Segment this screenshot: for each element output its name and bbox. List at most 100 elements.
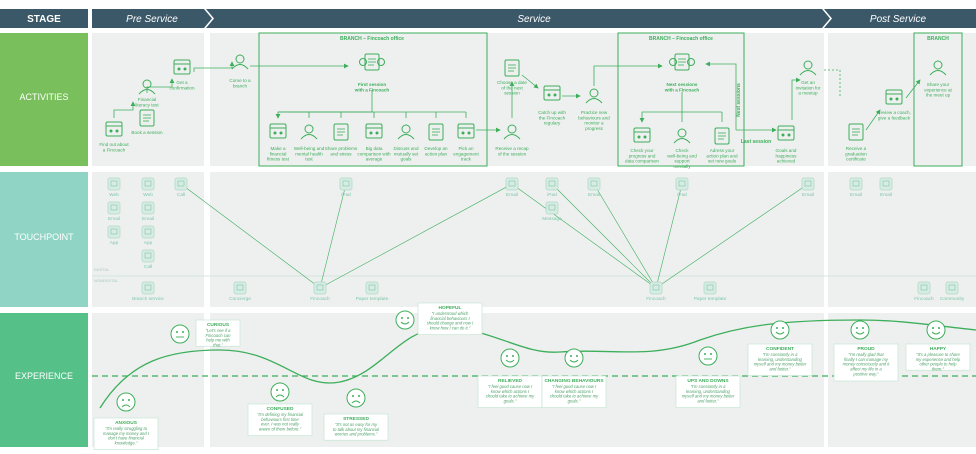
activity-icon-a18 [669,53,695,71]
activity-arrows [113,61,921,133]
activity-icon-a22 [777,125,795,141]
activity-icon-a24 [848,123,864,141]
phase-post-service [824,9,976,28]
emotion-faces [116,310,946,412]
activity-icon-a2 [138,79,156,95]
touchpoint-ipad-icon [339,177,353,191]
activity-icon-a20 [673,128,691,144]
emotion-card-e1 [93,417,159,450]
touchpoint-web-icon [107,177,121,191]
touchpoint-label-0: Web [109,192,119,198]
emotion-card-e10 [833,343,899,382]
touchpoint-row-label-bg [0,172,88,307]
touchpoint-label-18: Fincoach [646,296,666,302]
emotion-title-e8: UPS AND DOWNS [687,378,729,384]
activity-icon-a16 [543,85,561,101]
emotion-title-e11: HAPPY [930,346,947,352]
emotion-title-e9: CONFIDENT [766,346,794,352]
touchpoint-label-21: Email [850,192,862,198]
emotion-face-ups-and-downs-icon [698,346,718,366]
phase-post-service-label: Post Service [870,14,927,25]
emotion-face-curious-icon [170,324,190,344]
emotion-card-e6 [477,375,543,408]
emotion-card-e11 [905,343,971,371]
activity-icon-a19 [633,127,651,143]
emotion-title-e1: ANXIOUS [115,420,138,426]
emotion-curve [99,319,976,409]
emotion-title-e4: STRESSED [343,416,369,422]
activity-icon-a10 [365,123,383,139]
emotion-face-stressed-icon [346,388,366,408]
stage-header-cell [0,9,88,28]
emotion-card-e8 [675,375,741,408]
emotion-card-e2 [195,319,241,347]
next-sessions-label: Next sessions [736,83,742,117]
emotion-title-e6: RELIEVED [498,378,523,384]
touchpoint-email-icon [849,177,863,191]
activity-icon-a21 [714,127,730,145]
touchpoint-paper-template-icon [703,281,717,295]
activity-icon-a11 [397,124,415,140]
touchpoint-label-9: Concierge [229,296,251,302]
touchpoint-web-icon [141,177,155,191]
activity-icon-a15 [504,59,520,77]
touchpoint-label-8: Branch service [132,296,164,302]
touchpoint-label-22: Email [880,192,892,198]
touchpoint-ipad-icon [675,177,689,191]
emotion-card-e7 [541,375,607,408]
emotion-title-e7: CHANGING BEHAVIOURS [544,378,604,384]
touchpoint-paper-template-icon [365,281,379,295]
touchpoint-label-17: iPad [677,192,687,198]
touchpoint-email-icon [587,177,601,191]
emotion-face-confused-icon [270,382,290,402]
touchpoint-label-10: iPad [341,192,351,198]
activity-label-a25: Review a coach,give a feedback [877,110,911,120]
branch-box-first [258,32,488,167]
emotion-face-changing-behaviours-icon [564,348,584,368]
branch-box-next [617,32,745,167]
activity-icon-a12 [428,123,444,141]
touchpoint-call-icon [174,177,188,191]
phase-service-label: Service [517,14,551,25]
touchpoint-call-icon [141,249,155,263]
branch-box-next-label: BRANCH – Fincoach office [649,36,713,42]
touchpoint-label-7: Call [177,192,185,198]
touchpoint-community-icon [945,281,959,295]
activity-icon-a9 [333,123,349,141]
touchpoint-fincoach-icon [917,281,931,295]
activity-icon-a25 [885,89,903,105]
branch-box-meetup [913,32,963,167]
touchpoint-label-1: Email [108,216,120,222]
phase-pre-service [92,9,212,28]
branch-box-first-label: BRANCH – Fincoach office [340,36,404,42]
touchpoint-label-23: Fincoach [914,296,934,302]
touchpoint-label-24: Community [940,296,965,302]
touchpoint-label-13: Email [506,192,518,198]
